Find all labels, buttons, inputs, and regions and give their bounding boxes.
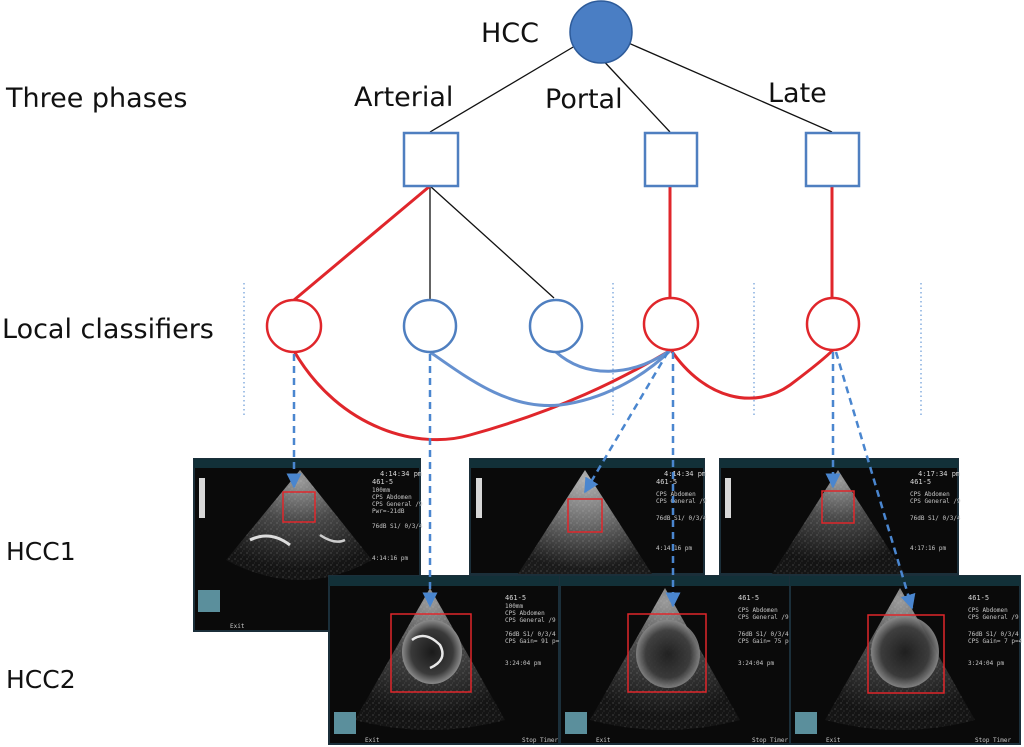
readout-line: CPS Abdomen (910, 491, 950, 498)
phase-node-arterial (402, 131, 460, 188)
readout: 4:17:34 pm 461-5 CPS Abdomen CPS General… (910, 470, 961, 552)
dashed-arrows (286, 351, 916, 610)
bottom-label: Exit (365, 737, 380, 744)
readout-line: 4:14:34 pm (664, 470, 706, 478)
us-panel-hcc2-late: 461-5 CPS Abdomen CPS General /9 76dB S1… (789, 575, 1023, 745)
readout-line: 4:17:16 pm (910, 545, 947, 552)
readout-line: CPS Abdomen (656, 491, 696, 498)
readout-line: CPS Gain= 7 p=4 (968, 638, 1023, 645)
readout-line: CPS General /9 (968, 614, 1019, 621)
hcc2-label: HCC2 (6, 665, 76, 694)
readout-line: 100mm (372, 487, 390, 494)
bottom-label: Exit (826, 737, 841, 744)
readout-line: CPS Abdomen (372, 494, 412, 501)
readout-line: 3:24:04 pm (738, 660, 775, 667)
phase-node-portal (643, 131, 699, 188)
phase-node-late (804, 131, 861, 188)
us-panel-hcc1-late: 4:17:34 pm 461-5 CPS Abdomen CPS General… (719, 458, 961, 575)
tree-edges (429, 37, 833, 300)
phase-label-arterial: Arterial (354, 82, 453, 113)
red-edges (292, 184, 835, 442)
readout-line: 4:14:34 pm (380, 470, 422, 478)
readout-line: 100mm (505, 603, 523, 610)
bottom-label: Exit (230, 623, 245, 630)
readout-line: 461-5 (505, 594, 526, 602)
readout: 461-5 100mm CPS Abdomen CPS General /9 7… (505, 594, 563, 667)
bottom-right-label: Stop Timer (522, 737, 559, 744)
readout: 461-5 CPS Abdomen CPS General /9 76dB S1… (968, 594, 1023, 667)
readout-line: CPS Gain= 75 p=4 (738, 638, 796, 645)
local-classifiers-label: Local classifiers (2, 314, 214, 345)
arrow-c5-hcc2-late (834, 351, 916, 610)
readout-line: CPS General /9 (372, 501, 423, 508)
readout: 461-5 CPS Abdomen CPS General /9 76dB S1… (738, 594, 796, 667)
readout-line: 76dB S1/ 0/3/4 (505, 631, 556, 638)
readout-line: 76dB S1/ 0/3/4 (968, 631, 1019, 638)
readout-line: 461-5 (372, 478, 393, 486)
classifier-node-5 (805, 296, 861, 352)
root-label: HCC (481, 18, 539, 49)
readout-line: 76dB S1/ 0/3/4 (910, 515, 961, 522)
readout-line: CPS Abdomen (505, 610, 545, 617)
readout-line: 4:14:16 pm (372, 555, 409, 562)
classifier-node-2 (402, 298, 458, 354)
phase-label-portal: Portal (545, 84, 623, 115)
bottom-right-label: Stop Timer (752, 737, 789, 744)
readout-line: CPS Abdomen (738, 607, 778, 614)
us-panel-hcc2-arterial: 461-5 100mm CPS Abdomen CPS General /9 7… (328, 575, 563, 745)
readout: 4:14:34 pm 461-5 100mm CPS Abdomen CPS G… (372, 470, 423, 562)
readout-line: 4:14:16 pm (656, 545, 693, 552)
readout-line: CPS Abdomen (968, 607, 1008, 614)
readout-line: 3:24:04 pm (505, 660, 542, 667)
readout-line: CPS General /9 (505, 617, 556, 624)
readout-line: Pwr=-21dB (372, 508, 405, 515)
readout-line: 461-5 (738, 594, 759, 602)
readout-line: 461-5 (656, 478, 677, 486)
readout-line: 461-5 (910, 478, 931, 486)
root-node (569, 0, 633, 64)
three-phases-label: Three phases (5, 83, 187, 114)
classifier-node-4 (642, 296, 700, 352)
us-panel-hcc2-portal: 461-5 CPS Abdomen CPS General /9 76dB S1… (559, 575, 796, 745)
blue-curves (429, 348, 673, 408)
separator-lines (243, 283, 922, 418)
readout-line: CPS General /9 (910, 498, 961, 505)
phase-label-late: Late (768, 78, 827, 109)
classifier-node-1 (265, 298, 323, 354)
readout-line: 4:17:34 pm (918, 470, 960, 478)
readout-line: 76dB S1/ 0/3/4 (372, 523, 423, 530)
readout-line: 461-5 (968, 594, 989, 602)
readout-line: CPS Gain= 91 p=4 (505, 638, 563, 645)
bottom-label: Exit (596, 737, 611, 744)
readout-line: CPS General /9 (738, 614, 789, 621)
classifier-node-3 (528, 298, 584, 354)
hcc1-label: HCC1 (6, 537, 76, 566)
readout-line: 76dB S1/ 0/3/4 (656, 515, 707, 522)
bottom-right-label: Stop Timer (975, 737, 1012, 744)
readout-line: 3:24:04 pm (968, 660, 1005, 667)
readout-line: CPS General /9 (656, 498, 707, 505)
readout: 4:14:34 pm 461-5 CPS Abdomen CPS General… (656, 470, 707, 552)
arrow-c4-hcc1-portal (583, 351, 670, 494)
readout-line: 76dB S1/ 0/3/4 (738, 631, 789, 638)
us-panel-hcc1-portal: 4:14:34 pm 461-5 CPS Abdomen CPS General… (469, 458, 707, 575)
